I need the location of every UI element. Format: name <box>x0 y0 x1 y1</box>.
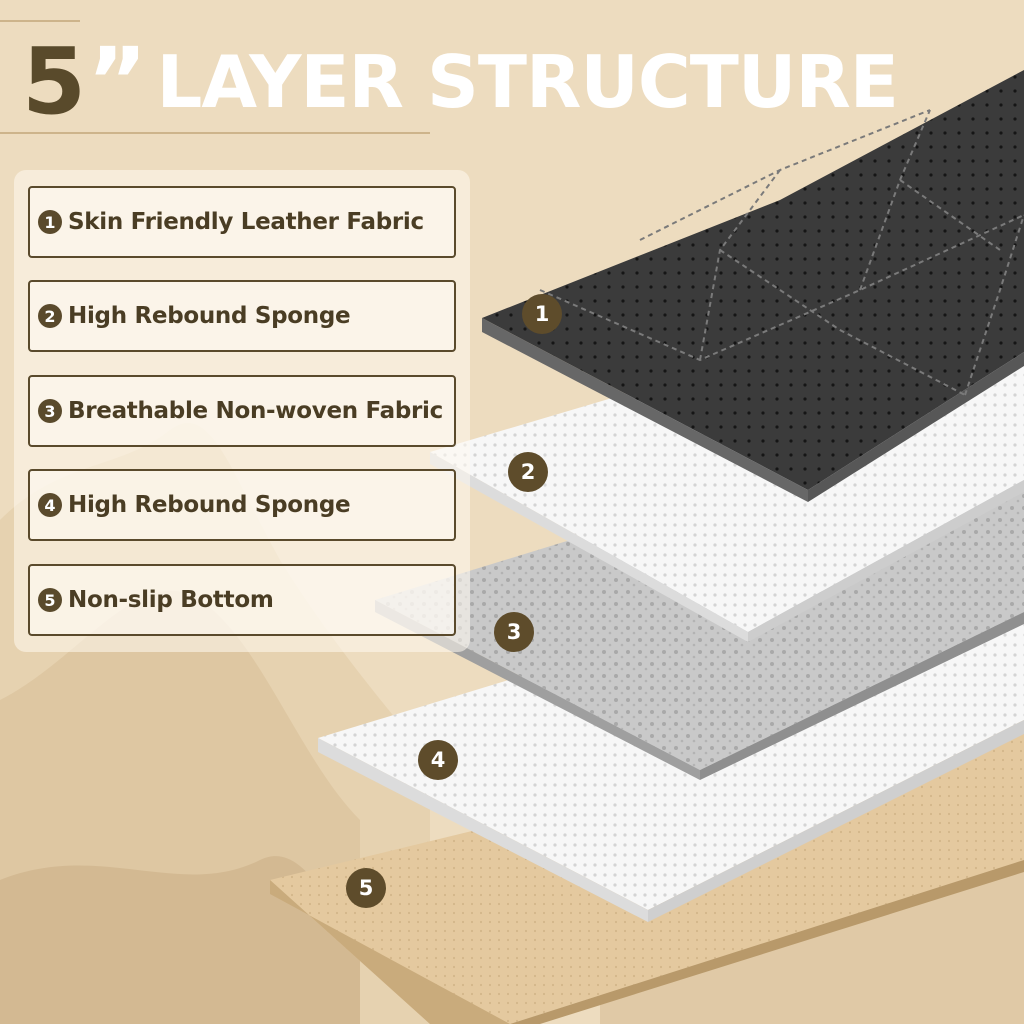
legend-label-4: High Rebound Sponge <box>68 492 351 518</box>
legend-item-4: 4 High Rebound Sponge <box>28 469 456 541</box>
legend-item-5: 5 Non-slip Bottom <box>28 564 456 636</box>
legend-item-1: 1 Skin Friendly Leather Fabric <box>28 186 456 258</box>
legend-number-5: 5 <box>38 588 62 612</box>
page-title: 5 ” LAYER STRUCTURE <box>22 22 899 142</box>
legend-number-3: 3 <box>38 399 62 423</box>
layer-badge-4: 4 <box>418 740 458 780</box>
title-inch-mark: ” <box>87 28 147 135</box>
title-text: LAYER STRUCTURE <box>156 40 898 124</box>
title-number: 5 <box>22 28 86 135</box>
title-rule-top <box>0 20 80 22</box>
legend-item-2: 2 High Rebound Sponge <box>28 280 456 352</box>
layer-1-leather <box>482 70 1024 502</box>
layer-badge-3: 3 <box>494 612 534 652</box>
layer-badge-1: 1 <box>522 294 562 334</box>
legend-item-3: 3 Breathable Non-woven Fabric <box>28 375 456 447</box>
legend-number-2: 2 <box>38 304 62 328</box>
layer-badge-2: 2 <box>508 452 548 492</box>
legend-label-5: Non-slip Bottom <box>68 587 274 613</box>
legend-label-2: High Rebound Sponge <box>68 303 351 329</box>
layer-badge-5: 5 <box>346 868 386 908</box>
legend-number-4: 4 <box>38 493 62 517</box>
legend-number-1: 1 <box>38 210 62 234</box>
legend-label-1: Skin Friendly Leather Fabric <box>68 209 424 235</box>
legend-label-3: Breathable Non-woven Fabric <box>68 398 443 424</box>
title-rule-bottom <box>0 132 430 134</box>
